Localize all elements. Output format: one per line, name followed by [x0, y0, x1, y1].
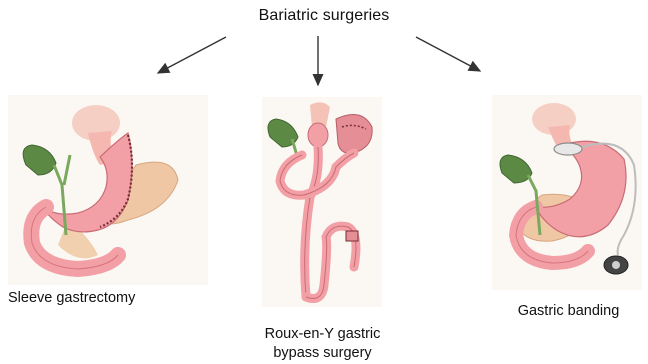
roux-en-y-label: Roux-en-Y gastric bypass surgery	[240, 325, 405, 363]
roux-en-y-label-line2: bypass surgery	[240, 344, 405, 363]
arrow-right	[416, 37, 480, 71]
roux-en-y-label-line1: Roux-en-Y gastric	[240, 325, 405, 344]
sleeve-gastrectomy-label: Sleeve gastrectomy	[8, 289, 178, 308]
gastric-banding-label: Gastric banding	[496, 302, 641, 321]
gastric-banding-illustration	[492, 95, 642, 290]
sleeve-gastrectomy-illustration	[8, 95, 208, 285]
arrow-left	[158, 37, 226, 73]
roux-en-y-illustration	[262, 97, 382, 307]
